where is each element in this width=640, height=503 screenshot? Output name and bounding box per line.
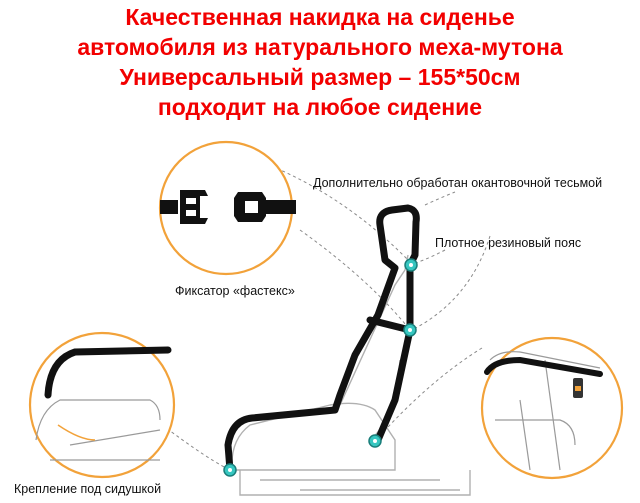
under-seat-cover-edge xyxy=(44,346,172,399)
under-seat-detail xyxy=(35,399,161,461)
title-line-1: Качественная накидка на сиденье xyxy=(125,4,515,30)
title-line-3: Универсальный размер – 155*50см xyxy=(119,64,521,90)
fastex-buckle-icon xyxy=(160,190,296,224)
title-line-2: автомобиля из натурального меха-мутона xyxy=(77,34,563,60)
under-seat-strap xyxy=(57,424,96,441)
back-cover-edge xyxy=(484,356,603,377)
under-seat-detail-circle xyxy=(28,331,176,479)
title-line-4: подходит на любое сидение xyxy=(157,94,483,120)
label-elastic-belt: Плотное резиновый пояс xyxy=(435,236,582,250)
label-edge-trim: Дополнительно обработан окантовочной тес… xyxy=(313,176,603,190)
label-fastex-clip: Фиксатор «фастекс» xyxy=(175,284,295,298)
seat-cover-outline xyxy=(224,204,420,474)
label-under-seat-mount: Крепление под сидушкой xyxy=(14,482,162,496)
back-detail xyxy=(489,351,601,471)
seat-cover-belt xyxy=(366,316,414,334)
product-title: Качественная накидка на сиденье автомоби… xyxy=(0,2,640,122)
